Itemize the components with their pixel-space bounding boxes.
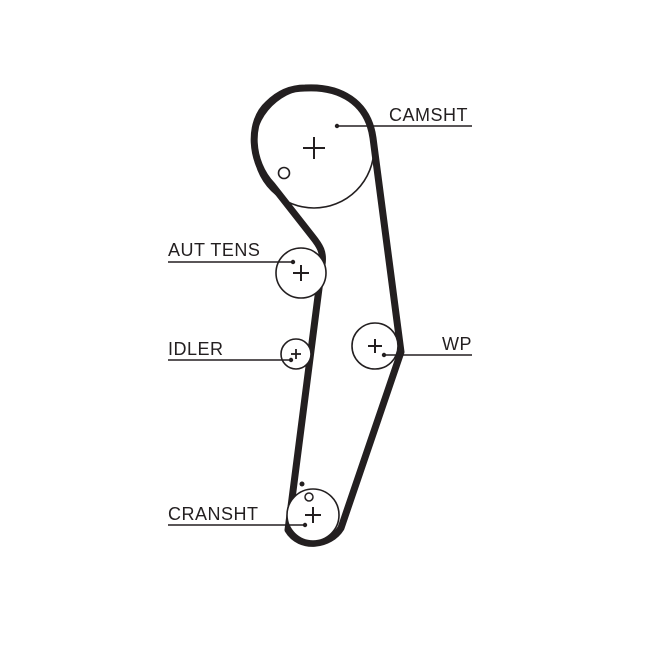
leader-crankshaft <box>168 522 308 528</box>
label-crankshaft: CRANSHT <box>168 504 259 524</box>
leader-water-pump <box>381 352 472 358</box>
crankshaft-timing-mark <box>304 492 314 502</box>
label-idler: IDLER <box>168 339 224 359</box>
camshaft-pulley <box>253 87 375 209</box>
crankshaft-pulley <box>286 481 340 542</box>
camshaft-timing-mark <box>277 166 291 180</box>
label-tensioner: AUT TENS <box>168 240 260 260</box>
timing-belt <box>250 84 405 547</box>
tensioner-pulley <box>275 247 327 299</box>
label-camshaft: CAMSHT <box>389 105 468 125</box>
crankshaft-reference-dot <box>299 481 305 487</box>
water-pump-pulley <box>351 322 399 370</box>
leader-camshaft <box>334 123 472 129</box>
leader-idler <box>168 357 294 363</box>
leader-tensioner <box>168 259 296 265</box>
label-water-pump: WP <box>442 334 472 354</box>
idler-pulley <box>280 338 312 370</box>
